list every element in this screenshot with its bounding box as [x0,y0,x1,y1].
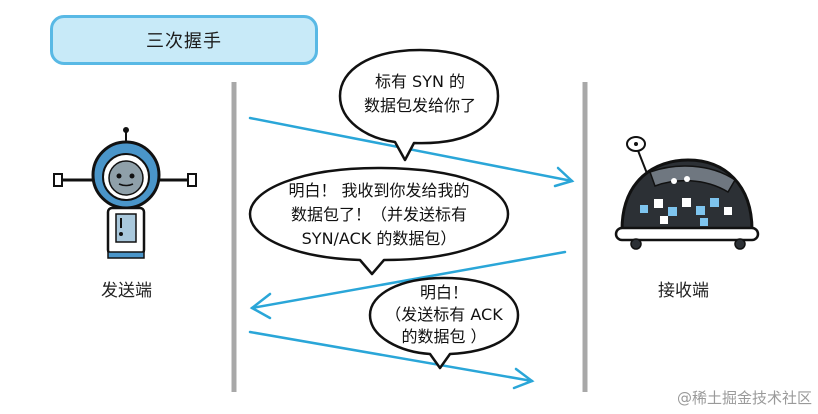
ack-bubble-line-1: 明白！ [419,283,468,302]
diagram-title: 三次握手 [50,15,318,65]
ack-bubble-text: 明白！ （发送标有 ACK 的数据包 ） [378,282,510,348]
syn-bubble-line-1: 标有 SYN 的 [374,72,466,91]
syn-ack-bubble-text: 明白！ 我收到你发给我的 数据包了！（并发送标有 SYN/ACK 的数据包） [262,179,496,251]
syn-ack-bubble-line-1: 明白！ 我收到你发给我的 [288,181,470,200]
syn-bubble-line-2: 数据包发给你了 [363,96,476,115]
syn-speech-bubble [338,48,500,162]
ack-arrow [248,330,535,390]
ack-bubble-line-3: 的数据包 ） [401,327,487,346]
syn-ack-speech-bubble [248,166,510,276]
ack-bubble-line-2: （发送标有 ACK [385,305,503,324]
robot-icon [53,127,197,259]
dome-robot-icon [614,136,760,250]
ack-speech-bubble [368,276,520,370]
syn-bubble-text: 标有 SYN 的 数据包发给你了 [350,70,490,118]
syn-ack-arrow [249,250,567,320]
receiver-label: 接收端 [658,281,709,301]
syn-ack-bubble-line-3: SYN/ACK 的数据包） [301,229,457,248]
sender-label: 发送端 [101,281,152,301]
watermark: @稀土掘金技术社区 [676,389,812,407]
syn-ack-bubble-line-2: 数据包了！（并发送标有 [290,205,467,224]
